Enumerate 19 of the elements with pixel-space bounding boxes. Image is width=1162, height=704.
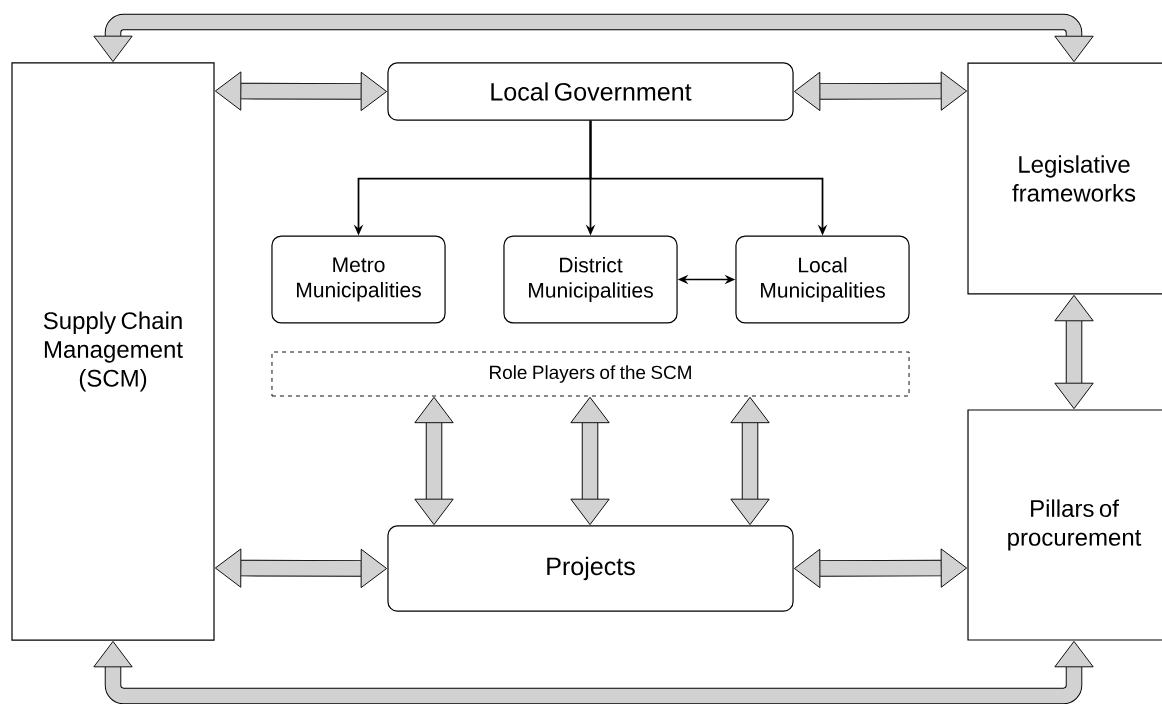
block-arrow xyxy=(214,548,388,589)
process-box: District Municipalities xyxy=(503,235,678,324)
block-arrow xyxy=(1054,294,1094,410)
block-arrow xyxy=(93,13,1094,63)
process-box: Local Government xyxy=(387,62,794,121)
group-label-box: Role Players of the SCM xyxy=(271,351,910,397)
process-box: Supply Chain Management (SCM) xyxy=(11,62,215,641)
block-arrow xyxy=(730,396,770,526)
block-arrow xyxy=(793,548,968,589)
block-arrow xyxy=(214,71,388,112)
block-arrow xyxy=(414,396,454,526)
process-box: Metro Municipalities xyxy=(271,235,446,324)
block-arrow xyxy=(793,71,968,112)
block-arrow xyxy=(93,640,1094,704)
process-box: Pillars of procurement xyxy=(967,409,1162,641)
process-box: Legislative frameworks xyxy=(967,62,1162,295)
block-arrow xyxy=(570,396,610,526)
process-box: Local Municipalities xyxy=(735,235,910,324)
process-box: Projects xyxy=(387,525,794,612)
